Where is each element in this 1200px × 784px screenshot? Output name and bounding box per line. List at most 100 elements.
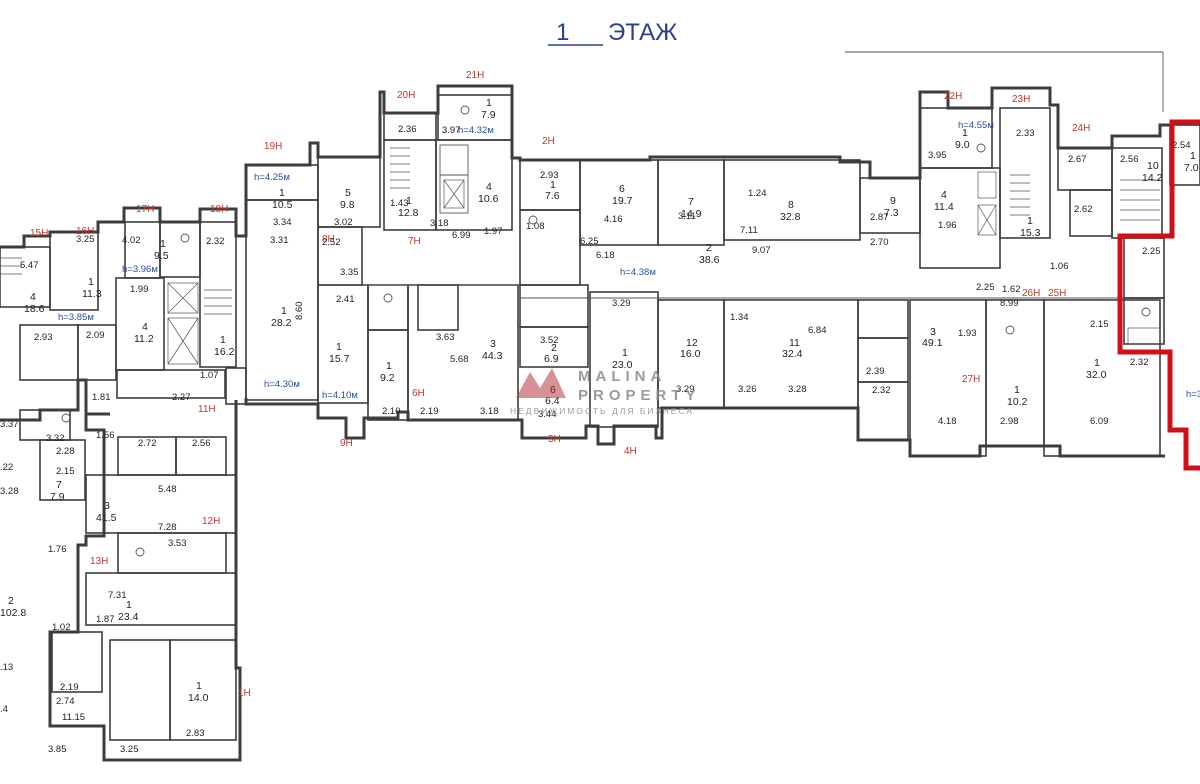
svg-text:8: 8 xyxy=(788,199,794,211)
room-label: 714.9 xyxy=(681,196,702,220)
section-label: 21Н xyxy=(466,70,484,81)
svg-text:4.18: 4.18 xyxy=(938,416,957,427)
svg-text:14.2: 14.2 xyxy=(1142,172,1163,184)
section-label: 2Н xyxy=(542,136,555,147)
height-label: h=4.10м xyxy=(322,390,358,401)
svg-text:32.8: 32.8 xyxy=(780,211,801,223)
svg-text:.4: .4 xyxy=(0,704,8,715)
svg-text:16.2: 16.2 xyxy=(214,346,235,358)
section-label: 1Н xyxy=(238,688,251,699)
svg-text:1: 1 xyxy=(1094,357,1100,369)
section-label: 27Н xyxy=(962,374,980,385)
svg-text:1.81: 1.81 xyxy=(92,392,111,403)
svg-text:10.6: 10.6 xyxy=(478,193,499,205)
svg-text:2.98: 2.98 xyxy=(1000,416,1019,427)
svg-text:11.2: 11.2 xyxy=(134,333,154,345)
watermark-line1: MALINA xyxy=(578,368,666,385)
section-label: 26Н xyxy=(1022,288,1040,299)
svg-text:41.5: 41.5 xyxy=(96,512,117,524)
svg-text:2.83: 2.83 xyxy=(186,728,205,739)
room-label: 114.0 xyxy=(188,680,209,704)
svg-text:1: 1 xyxy=(279,187,285,199)
svg-text:12: 12 xyxy=(686,337,698,349)
svg-text:6.09: 6.09 xyxy=(1090,416,1109,427)
svg-text:1: 1 xyxy=(622,347,628,359)
room-label: 116.2 xyxy=(214,334,235,358)
svg-text:3.26: 3.26 xyxy=(738,384,757,395)
svg-text:1.97: 1.97 xyxy=(484,226,503,237)
svg-text:10.2: 10.2 xyxy=(1007,396,1028,408)
room-label: 19.2 xyxy=(380,360,395,384)
svg-text:4: 4 xyxy=(142,321,148,333)
room-label: 115.7 xyxy=(329,341,350,365)
svg-text:3: 3 xyxy=(490,338,496,350)
room-label: 123.4 xyxy=(118,599,139,623)
svg-text:2.25: 2.25 xyxy=(1142,246,1161,257)
svg-text:2.15: 2.15 xyxy=(1090,319,1109,330)
svg-text:1.43: 1.43 xyxy=(390,198,409,209)
svg-text:5.48: 5.48 xyxy=(158,484,177,495)
svg-text:8.60: 8.60 xyxy=(294,302,305,321)
svg-text:3.18: 3.18 xyxy=(480,406,499,417)
height-label: h=3 xyxy=(1186,389,1200,400)
section-label: 19Н xyxy=(264,141,282,152)
svg-text:2.27: 2.27 xyxy=(172,392,191,403)
svg-text:6.84: 6.84 xyxy=(808,325,827,336)
svg-text:2.28: 2.28 xyxy=(56,446,75,457)
svg-text:8.99: 8.99 xyxy=(1000,298,1019,309)
svg-text:2.70: 2.70 xyxy=(870,237,889,248)
svg-text:7.9: 7.9 xyxy=(481,109,496,121)
svg-text:.22: .22 xyxy=(0,462,13,473)
room-label: 17.9 xyxy=(481,97,496,121)
watermark-logo-icon xyxy=(516,368,566,398)
svg-text:44.3: 44.3 xyxy=(482,350,503,362)
svg-text:1.96: 1.96 xyxy=(938,220,957,231)
svg-text:2.56: 2.56 xyxy=(1120,154,1139,165)
height-label: h=4.32м xyxy=(458,125,494,136)
svg-text:3.29: 3.29 xyxy=(676,384,695,395)
svg-text:2.74: 2.74 xyxy=(56,696,75,707)
svg-text:11.3: 11.3 xyxy=(82,288,102,300)
svg-text:3.85: 3.85 xyxy=(48,744,67,755)
svg-text:2.54: 2.54 xyxy=(1172,140,1191,151)
svg-text:1.02: 1.02 xyxy=(52,622,71,633)
svg-text:6.9: 6.9 xyxy=(544,353,559,365)
utility-fixtures xyxy=(0,105,1161,557)
svg-text:15.7: 15.7 xyxy=(329,353,350,365)
svg-text:7.9: 7.9 xyxy=(50,491,65,503)
svg-text:3.11: 3.11 xyxy=(678,211,696,222)
svg-text:1: 1 xyxy=(962,127,968,139)
section-label: 15Н xyxy=(30,228,48,239)
svg-text:1: 1 xyxy=(88,276,94,288)
svg-text:12.8: 12.8 xyxy=(398,207,419,219)
room-label: 411.4 xyxy=(934,189,954,213)
svg-text:2.72: 2.72 xyxy=(138,438,157,449)
section-label: 18Н xyxy=(210,204,228,215)
svg-text:32.4: 32.4 xyxy=(782,348,803,360)
svg-text:1.93: 1.93 xyxy=(958,328,977,339)
svg-text:6: 6 xyxy=(619,183,625,195)
room-labels: 128.2 115.7 19.2 344.3 26.9 123.0 1216.0… xyxy=(0,97,1199,704)
section-label: 16Н xyxy=(76,226,94,237)
svg-text:.13: .13 xyxy=(0,662,13,673)
plot-boundary xyxy=(845,51,1164,112)
watermark: MALINA PROPERTY НЕДВИЖИМОСТЬ ДЛЯ БИЗНЕСА xyxy=(510,368,701,416)
inner-walls xyxy=(0,94,1200,741)
watermark-line2: PROPERTY xyxy=(578,387,701,404)
floor-number: 1 xyxy=(556,19,569,46)
svg-text:28.2: 28.2 xyxy=(271,317,292,329)
height-label: h=4.30м xyxy=(264,379,300,390)
svg-text:3.28: 3.28 xyxy=(0,486,19,497)
highlighted-premises[interactable] xyxy=(1117,119,1200,471)
section-label: 23Н xyxy=(1012,94,1030,105)
floor-label: ЭТАЖ xyxy=(608,19,677,46)
svg-text:3.97: 3.97 xyxy=(442,125,461,136)
room-label: 418.6 xyxy=(24,291,45,315)
section-label: 6Н xyxy=(412,388,425,399)
room-label: 115.3 xyxy=(1020,215,1041,239)
svg-text:1: 1 xyxy=(336,341,342,353)
room-label: 59.8 xyxy=(340,187,355,211)
